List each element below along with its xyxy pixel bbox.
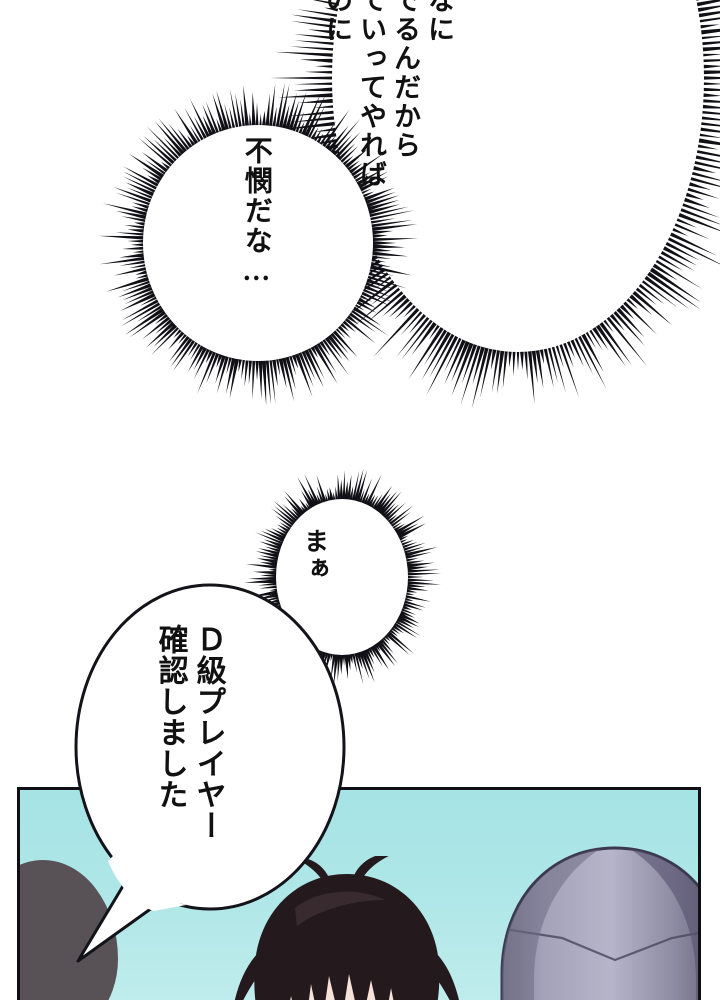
figure-center-character — [225, 853, 470, 1000]
bubble-text-middle: まぁ — [300, 528, 328, 582]
bubble-text-upper-right-col-1: なに — [424, 0, 454, 44]
bubble-text-upper-right-col-3: ていってやれば — [356, 0, 386, 189]
bubble-text-lower-col-2: 確認しました — [153, 624, 187, 810]
figure-right-helmet — [490, 840, 698, 1000]
burst-bubble-upper-left — [88, 78, 428, 408]
bubble-text-upper-left: 不憫だな… — [240, 136, 272, 289]
bubble-text-upper-right-col-4: のに — [322, 0, 352, 44]
burst-spikes-upper-left — [98, 82, 419, 406]
bubble-text-lower-col-1: Ｄ級プレイヤー — [191, 624, 225, 841]
speech-bubble-lower-oval — [58, 575, 378, 975]
bubble-text-upper-right-col-2: でるんだから — [390, 0, 420, 160]
